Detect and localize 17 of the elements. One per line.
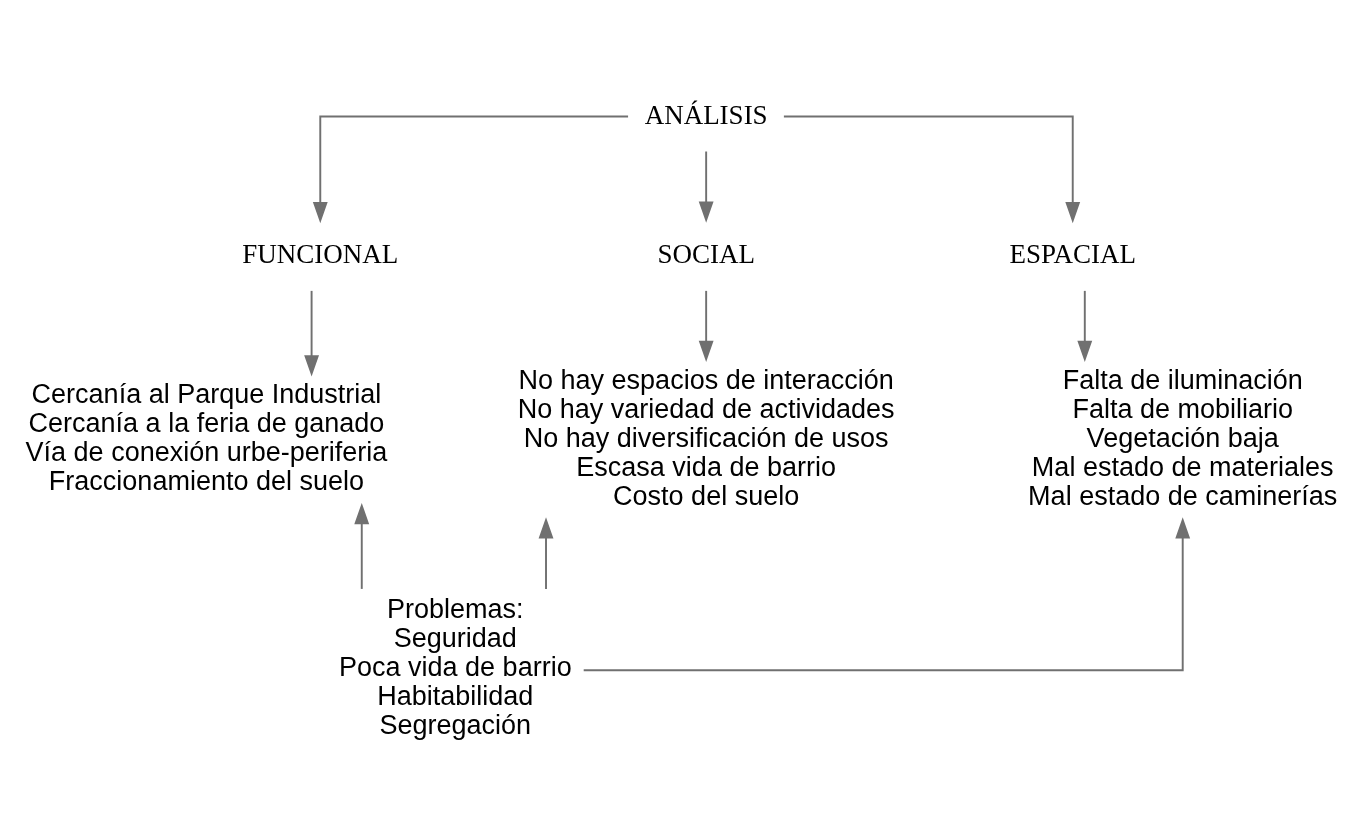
arrow [312,115,630,223]
arrow [1077,289,1093,362]
arrow [698,150,714,223]
arrow [698,289,714,362]
arrow [304,289,320,377]
node-text: FUNCIONAL [242,238,399,268]
arrow [782,115,1081,223]
node-text: Falta de iluminación Falta de mobiliario Vegetación baja Mal estado de materiales Mal estado de caminerías [1028,364,1338,511]
arrow [354,502,370,590]
node-text: No hay espacios de interacción No hay variedad de actividades No hay diversificación de usos Escasa vida de barrio Costo del suelo [517,364,895,511]
node-text: SOCIAL [657,238,755,268]
node-text: ESPACIAL [1009,238,1137,268]
node-text: Problemas: Seguridad Poca vida de barrio Habitabilidad Segregación [339,593,572,740]
node-text: Cercanía al Parque Industrial Cercanía a la feria de ganado Vía de conexión urbe-periferia Fraccionamiento del suelo [25,378,388,496]
arrow [582,516,1191,671]
node-text: ANÁLISIS [644,99,768,130]
arrow [538,516,554,590]
